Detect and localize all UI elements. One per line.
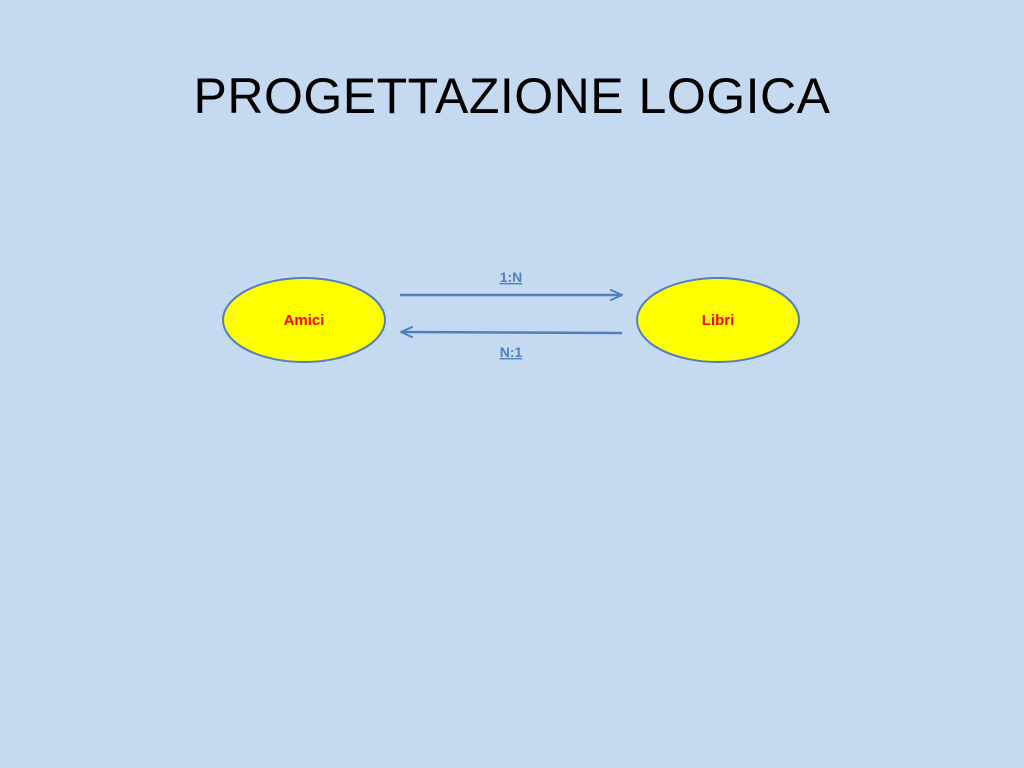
relation-libri-to-amici: N:1 <box>400 326 623 360</box>
entity-libri-shape <box>636 277 800 363</box>
slide-title: PROGETTAZIONE LOGICA <box>193 68 831 124</box>
entity-amici-label: Amici <box>284 312 325 329</box>
entity-libri: Libri <box>636 277 800 363</box>
entity-amici-shape <box>222 277 386 363</box>
relation-label-n1: N:1 <box>500 344 523 360</box>
entity-amici: Amici <box>222 277 386 363</box>
relation-label-1n: 1:N <box>500 269 523 285</box>
relation-amici-to-libri: 1:N <box>400 269 623 301</box>
entity-libri-label: Libri <box>702 312 735 329</box>
arrow-libri-to-amici <box>400 326 623 339</box>
